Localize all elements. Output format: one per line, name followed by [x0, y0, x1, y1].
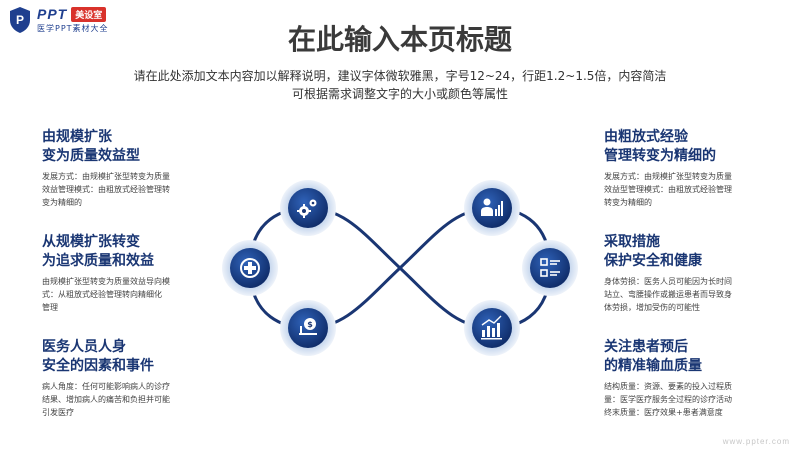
svg-text:$: $	[307, 320, 313, 329]
item-title: 采取措施 保护安全和健康	[604, 234, 702, 269]
gears-icon	[297, 199, 317, 218]
item-title: 由规模扩张 变为质量效益型	[42, 129, 140, 164]
logo-subtitle: 医学PPT素材大全	[37, 24, 109, 33]
logo-brand: PPT	[37, 6, 68, 22]
medical-cross-icon	[240, 258, 260, 278]
item-title: 从规模扩张转变 为追求质量和效益	[42, 234, 154, 269]
right-item-3: 关注患者预后 的精准输血质量 结构质量：资源、要素的投入过程质 量：医学医疗服务…	[604, 338, 784, 419]
brand-logo: P PPT 美设室 医学PPT素材大全	[8, 6, 109, 34]
left-item-3: 医务人员人身 安全的因素和事件 病人角度：任何可能影响病人的诊疗 结果、增加病人…	[42, 338, 222, 419]
item-body: 结构质量：资源、要素的投入过程质 量：医学医疗服务全过程的诊疗活动 终末质量：医…	[604, 382, 732, 417]
right-item-1: 由粗放式经验 管理转变为精细的 发展方式：由规模扩张型转变为质量 效益型管理模式…	[604, 128, 784, 209]
money-scale-icon: $	[299, 318, 317, 335]
node-bottom-right	[464, 300, 520, 356]
item-title: 由粗放式经验 管理转变为精细的	[604, 129, 716, 164]
page-description-line-1: 请在此处添加文本内容加以解释说明，建议字体微软雅黑，字号12~24，行距1.2~…	[133, 69, 667, 83]
left-item-1: 由规模扩张 变为质量效益型 发展方式：由规模扩张型转变为质量 效益管理模式：由粗…	[42, 128, 222, 209]
node-top-right	[464, 180, 520, 236]
item-title: 关注患者预后 的精准输血质量	[604, 339, 702, 374]
page-description-line-2: 可根据需求调整文字的大小或颜色等属性	[291, 87, 508, 101]
node-mid-left	[222, 240, 278, 296]
left-item-2: 从规模扩张转变 为追求质量和效益 由规模扩张型转变为质量效益导向模 式：从粗放式…	[42, 233, 222, 314]
svg-text:P: P	[16, 13, 24, 27]
list-grid-icon	[540, 258, 560, 277]
node-top-left	[280, 180, 336, 236]
item-body: 由规模扩张型转变为质量效益导向模 式：从粗放式经验管理转向精细化 管理	[42, 277, 170, 312]
item-body: 身体劳损：医务人员可能因为长时间 站立、弯腰操作或搬运患者而导致身 体劳损，增加…	[604, 277, 732, 312]
item-body: 发展方式：由规模扩张型转变为质量 效益型管理模式：由粗放式经验管理 转变为精细的	[604, 172, 732, 207]
node-mid-right	[522, 240, 578, 296]
item-title: 医务人员人身 安全的因素和事件	[42, 339, 154, 374]
logo-badge: 美设室	[71, 6, 107, 22]
right-item-2: 采取措施 保护安全和健康 身体劳损：医务人员可能因为长时间 站立、弯腰操作或搬运…	[604, 233, 784, 314]
bar-chart-icon	[481, 315, 502, 340]
footer-watermark: www.ppter.com	[722, 437, 790, 446]
item-body: 发展方式：由规模扩张型转变为质量 效益管理模式：由粗放式经验管理转 变为精细的	[42, 172, 170, 207]
page-title: 在此输入本页标题	[287, 23, 512, 56]
person-chart-icon	[481, 198, 503, 216]
node-bottom-left: $	[280, 300, 336, 356]
item-body: 病人角度：任何可能影响病人的诊疗 结果、增加病人的痛苦和负担并可能 引发医疗	[42, 382, 170, 417]
shield-logo-icon: P	[10, 7, 30, 33]
